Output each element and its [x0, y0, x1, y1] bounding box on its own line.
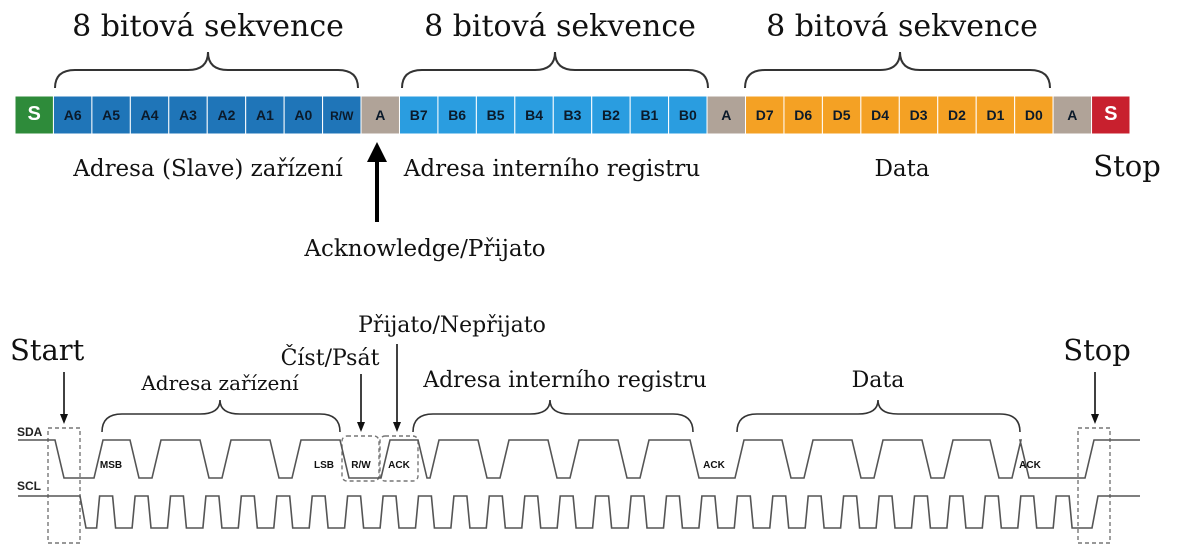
frame-cell-label: B1	[640, 107, 658, 123]
frame-cell-label: B4	[525, 107, 543, 123]
frame-cell-addr	[168, 95, 208, 135]
frame-cell-label: A	[375, 107, 385, 123]
frame-cell-start	[14, 95, 54, 135]
timing-brace-address	[101, 399, 341, 433]
brace-address	[54, 51, 359, 89]
ack-nack-label: Přijato/Nepřijato	[358, 313, 546, 338]
frame-cell-label: D2	[948, 107, 966, 123]
frame-cells: S A6 A5 A4 A3 A2 A1 A0 R/W A B7 B6 B5 B4 B3 B2 B1 B0 A D7 D6…	[14, 95, 1131, 135]
brace-register	[401, 51, 709, 89]
sequence-label-2: 8 bitová sekvence	[424, 9, 696, 44]
scl-signal-label: SCL	[17, 479, 41, 493]
frame-cell-reg	[629, 95, 670, 135]
frame-cell-label: R/W	[330, 109, 354, 123]
frame-cell-label: S	[28, 103, 41, 125]
frame-cell-addr	[245, 95, 285, 135]
stop-label-top: Stop	[1093, 149, 1161, 183]
start-condition-box	[47, 427, 81, 544]
ack-tag-1: ACK	[388, 460, 410, 471]
start-pointer-icon	[60, 414, 68, 424]
frame-cell-reg	[437, 95, 477, 135]
msb-tag: MSB	[100, 460, 122, 471]
data-label: Data	[874, 156, 929, 182]
frame-cell-label: A3	[179, 107, 197, 123]
frame-cell-label: B6	[448, 107, 466, 123]
brace-data	[744, 51, 1051, 89]
frame-cell-label: A	[721, 107, 731, 123]
device-address-label: Adresa zařízení	[140, 371, 299, 395]
frame-cell-label: B0	[679, 107, 697, 123]
frame-cell-reg	[514, 95, 554, 135]
frame-cell-data	[783, 95, 823, 135]
start-label: Start	[10, 333, 85, 367]
frame-cell-label: D0	[1025, 107, 1043, 123]
rw-bit-box	[341, 435, 380, 482]
frame-cell-addr	[52, 95, 93, 135]
scl-waveform	[18, 495, 1140, 529]
register-address-timing-label: Adresa interního registru	[422, 368, 707, 393]
timing-brace-data	[736, 399, 1021, 433]
rw-tag: R/W	[351, 460, 371, 471]
frame-cell-addr	[283, 95, 324, 135]
frame-cell-label: A4	[141, 107, 159, 123]
frame-cell-label: D7	[756, 107, 774, 123]
ack-tag-3: ACK	[1019, 460, 1041, 471]
frame-cell-label: A	[1067, 107, 1077, 123]
acknowledge-label: Acknowledge/Přijato	[303, 236, 545, 262]
frame-cell-data	[1014, 95, 1054, 135]
frame-cell-reg	[668, 95, 708, 135]
frame-cell-data	[821, 95, 862, 135]
frame-cell-label: S	[1104, 103, 1117, 125]
frame-cell-label: D1	[986, 107, 1004, 123]
frame-cell-label: B2	[602, 107, 620, 123]
rw-pointer-icon	[357, 422, 365, 432]
frame-cell-label: A2	[218, 107, 236, 123]
frame-cell-ack	[706, 95, 747, 135]
frame-cell-addr	[206, 95, 247, 135]
data-timing-label: Data	[852, 368, 905, 393]
sequence-label-3: 8 bitová sekvence	[766, 9, 1038, 44]
frame-cell-label: B7	[410, 107, 428, 123]
read-write-label: Číst/Psát	[281, 344, 380, 371]
timing-brace-register	[412, 399, 694, 433]
lsb-tag: LSB	[314, 460, 334, 471]
frame-cell-data	[937, 95, 977, 135]
sequence-label-1: 8 bitová sekvence	[72, 9, 344, 44]
ack-bit-box	[379, 435, 419, 482]
register-address-label: Adresa interního registru	[403, 156, 700, 182]
frame-cell-label: D5	[833, 107, 851, 123]
frame-cell-label: A1	[256, 107, 274, 123]
frame-cell-ack	[360, 95, 400, 135]
frame-cell-label: A0	[294, 107, 312, 123]
frame-cell-ack	[1052, 95, 1093, 135]
ack-pointer-icon	[393, 422, 401, 432]
stop-label-bottom: Stop	[1063, 333, 1131, 367]
frame-cell-label: A6	[64, 107, 82, 123]
ack-tag-2: ACK	[703, 460, 725, 471]
frame-cell-label: A5	[102, 107, 120, 123]
slave-address-label: Adresa (Slave) zařízení	[72, 156, 343, 182]
frame-cell-label: D3	[910, 107, 928, 123]
frame-cell-addr	[91, 95, 131, 135]
frame-cell-stop	[1091, 95, 1131, 135]
ack-arrow-icon	[367, 142, 387, 162]
stop-pointer-icon	[1091, 414, 1099, 424]
frame-cell-label: B3	[564, 107, 582, 123]
sda-signal-label: SDA	[17, 425, 43, 439]
frame-cell-label: B5	[487, 107, 505, 123]
frame-cell-label: D4	[871, 107, 889, 123]
frame-cell-reg	[591, 95, 631, 135]
sda-waveform	[18, 439, 1140, 479]
frame-cell-label: D6	[794, 107, 812, 123]
frame-cell-addr	[322, 95, 362, 135]
stop-condition-box	[1077, 427, 1111, 544]
frame-cell-data	[745, 95, 785, 135]
frame-cell-data	[860, 95, 900, 135]
frame-cell-reg	[475, 95, 516, 135]
